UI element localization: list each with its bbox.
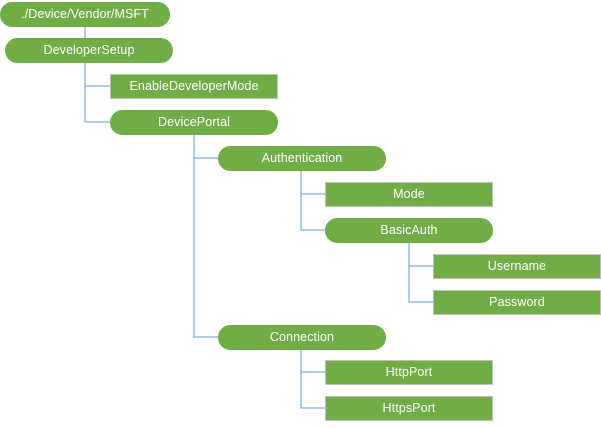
node-httpsport[interactable]: HttpsPort <box>325 396 493 421</box>
node-label-username: Username <box>487 259 547 273</box>
node-label-deviceportal: DevicePortal <box>157 115 231 129</box>
node-label-root: ./Device/Vendor/MSFT <box>21 7 149 21</box>
edge-auth-to-mode <box>300 171 325 195</box>
node-label-auth: Authentication <box>261 151 343 165</box>
edge-devsetup-to-enabledev <box>84 63 110 87</box>
node-label-basicauth: BasicAuth <box>380 223 438 237</box>
edge-basicauth-to-username <box>408 243 433 267</box>
node-auth[interactable]: Authentication <box>218 146 386 171</box>
node-root[interactable]: ./Device/Vendor/MSFT <box>0 2 170 27</box>
edge-connection-to-httpport <box>300 350 325 373</box>
node-mode[interactable]: Mode <box>325 182 493 207</box>
node-label-httpport: HttpPort <box>385 365 433 379</box>
node-basicauth[interactable]: BasicAuth <box>325 218 493 243</box>
node-httpport[interactable]: HttpPort <box>325 360 493 385</box>
edge-deviceportal-to-connection <box>193 135 218 338</box>
edge-connection-to-httpsport <box>300 350 325 409</box>
node-password[interactable]: Password <box>433 290 601 315</box>
edge-basicauth-to-password <box>408 243 433 303</box>
node-label-devsetup: DeveloperSetup <box>43 43 135 57</box>
node-label-enabledev: EnableDeveloperMode <box>129 79 259 93</box>
edge-devsetup-to-deviceportal <box>84 63 110 123</box>
node-enabledev[interactable]: EnableDeveloperMode <box>110 74 278 99</box>
node-deviceportal[interactable]: DevicePortal <box>110 110 278 135</box>
node-label-password: Password <box>489 295 545 309</box>
node-label-connection: Connection <box>269 330 335 344</box>
edge-deviceportal-to-auth <box>193 135 218 159</box>
edge-auth-to-basicauth <box>300 171 325 231</box>
node-username[interactable]: Username <box>433 254 601 279</box>
node-connection[interactable]: Connection <box>218 325 386 350</box>
node-label-httpsport: HttpsPort <box>382 401 436 415</box>
node-devsetup[interactable]: DeveloperSetup <box>5 38 173 63</box>
node-label-mode: Mode <box>393 187 425 201</box>
